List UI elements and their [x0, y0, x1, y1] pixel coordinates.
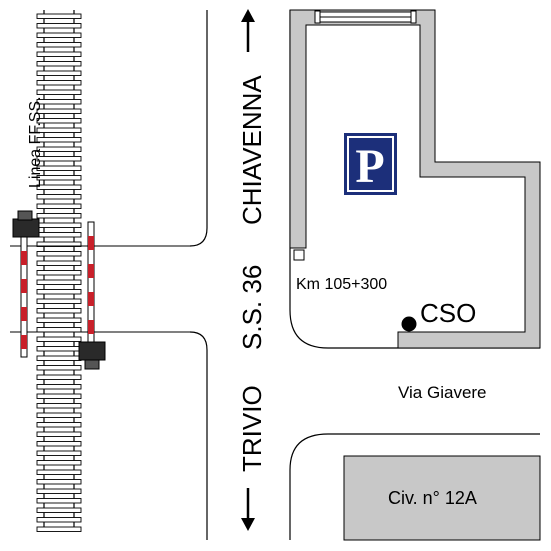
building-label: Civ. n° 12A [388, 488, 477, 508]
barrier-stripe [21, 279, 27, 293]
barrier-stripe [88, 292, 94, 306]
railway-sleeper [36, 450, 82, 456]
side-road-label: Via Giavere [398, 383, 487, 402]
railway-tracks [36, 10, 82, 532]
side-road-edges [289, 10, 540, 540]
railway-sleeper [36, 156, 82, 162]
barrier-stripe [21, 335, 27, 349]
railway-sleeper [36, 51, 82, 57]
railway-sleeper [36, 346, 82, 352]
railway-sleeper [36, 374, 82, 380]
road-south-label: TRIVIO [237, 385, 267, 472]
railway-sleeper [36, 498, 82, 504]
railway-sleeper [36, 70, 82, 76]
arrow-south-icon [241, 488, 255, 531]
cso-label: CSO [420, 298, 476, 328]
railway-sleeper [36, 507, 82, 513]
barrier-stripe [88, 264, 94, 278]
railway-sleeper [36, 279, 82, 285]
railway-sleeper [36, 270, 82, 276]
railway-sleeper [36, 460, 82, 466]
railway-sleeper [36, 422, 82, 428]
parking-gate [314, 10, 417, 24]
railway-sleeper [36, 118, 82, 124]
railway-sleeper [36, 184, 82, 190]
railway-sleeper [36, 89, 82, 95]
parking-sign: P [344, 133, 397, 195]
railway-sleeper [36, 336, 82, 342]
railway-sleeper [36, 260, 82, 266]
railway-sleeper [36, 127, 82, 133]
railway-sleeper [36, 203, 82, 209]
railway-sleeper [36, 308, 82, 314]
barrier-stripe [88, 320, 94, 334]
railway-sleeper [36, 393, 82, 399]
railway-sleeper [36, 488, 82, 494]
parking-area [289, 9, 541, 349]
railway-sleeper [36, 327, 82, 333]
road-code-label: S.S. 36 [237, 265, 267, 350]
railway-sleeper [36, 251, 82, 257]
railway-sleeper [36, 80, 82, 86]
railway-sleeper [36, 441, 82, 447]
railway-sleeper [36, 469, 82, 475]
railway-sleeper [36, 175, 82, 181]
level-crossing [10, 245, 190, 333]
railway-sleeper [36, 213, 82, 219]
railway-sleeper [36, 137, 82, 143]
railway-sleeper [36, 13, 82, 19]
crossing-signal-north [12, 210, 40, 358]
railway-label: Linea FF.SS. [27, 96, 44, 188]
railway-sleeper [36, 517, 82, 523]
arrow-north-icon [241, 9, 255, 52]
railway-sleeper [36, 431, 82, 437]
railway-sleeper [36, 222, 82, 228]
km-label: Km 105+300 [296, 276, 387, 293]
cso-marker [401, 316, 417, 332]
parking-sign-letter: P [355, 140, 384, 193]
railway-sleeper [36, 232, 82, 238]
railway-sleeper [36, 384, 82, 390]
railway-sleeper [36, 23, 82, 29]
railway-sleeper [36, 526, 82, 532]
railway-sleeper [36, 479, 82, 485]
barrier-stripe [21, 307, 27, 321]
building-12a [343, 455, 541, 541]
railway-sleeper [36, 32, 82, 38]
railway-sleeper [36, 355, 82, 361]
railway-sleeper [36, 61, 82, 67]
parking-corner-box [293, 249, 305, 261]
railway-sleeper [36, 194, 82, 200]
crossing-signal-south [78, 221, 106, 370]
railway-sleeper [36, 165, 82, 171]
main-road-edges [189, 10, 208, 540]
railway-sleeper [36, 403, 82, 409]
railway-sleeper [36, 365, 82, 371]
barrier-stripe [21, 251, 27, 265]
railway-sleeper [36, 99, 82, 105]
railway-sleepers [36, 13, 82, 532]
barrier-stripe [88, 236, 94, 250]
railway-sleeper [36, 146, 82, 152]
railway-sleeper [36, 317, 82, 323]
railway-sleeper [36, 42, 82, 48]
railway-sleeper [36, 108, 82, 114]
railway-sleeper [36, 412, 82, 418]
road-north-label: CHIAVENNA [237, 75, 267, 225]
railway-sleeper [36, 289, 82, 295]
railway-sleeper [36, 298, 82, 304]
